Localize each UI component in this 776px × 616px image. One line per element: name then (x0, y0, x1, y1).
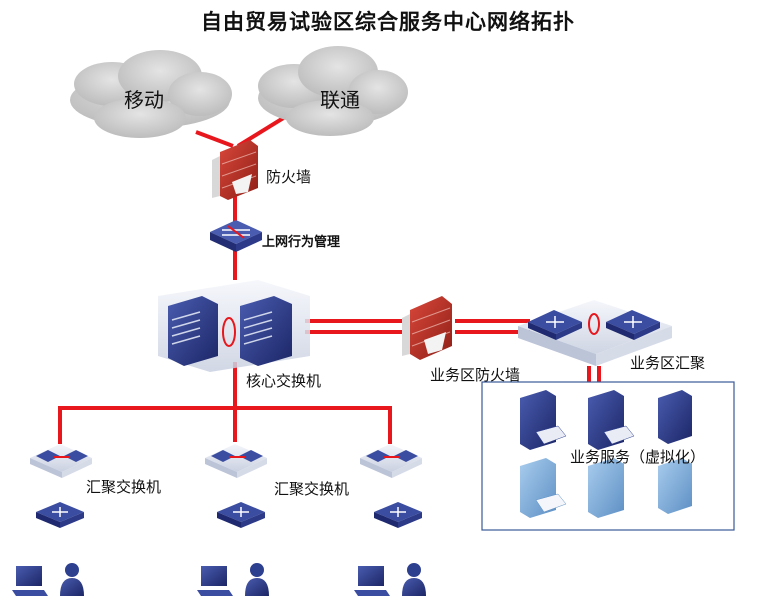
links (58, 115, 601, 444)
access-switch-icon (36, 502, 84, 528)
user-icon (245, 563, 269, 596)
server-icon (520, 390, 567, 450)
behavior-management-icon (210, 220, 262, 252)
server-icon (658, 458, 692, 514)
core-switch-label: 核心交换机 (246, 372, 322, 390)
behavior-mgmt-label: 上网行为管理 (262, 235, 341, 250)
biz-firewall-label: 业务区防火墙 (430, 366, 521, 384)
agg-switch-icon (360, 444, 422, 478)
server-icon (520, 458, 567, 518)
biz-firewall-icon (402, 296, 452, 360)
server-icon (588, 458, 624, 518)
link-unicom-firewall (236, 115, 287, 148)
agg-switch-group-3 (354, 444, 426, 596)
pc-icon (354, 566, 390, 596)
agg-switch-icon (30, 444, 92, 478)
cloud-label-mobile: 移动 (124, 88, 164, 112)
biz-aggregation-icon (518, 300, 672, 366)
agg-switch-icon (205, 444, 267, 478)
biz-agg-switch-left (528, 310, 582, 340)
firewall-label: 防火墙 (266, 168, 312, 186)
core-switch-icon (158, 280, 310, 372)
server-icons (520, 390, 692, 518)
biz-agg-switch-right (606, 310, 660, 340)
biz-aggregation-label: 业务区汇聚 (630, 354, 706, 372)
agg-switch-label-1: 汇聚交换机 (86, 478, 162, 496)
diagram-title: 自由贸易试验区综合服务中心网络拓扑 (201, 9, 575, 34)
core-chassis-right (240, 296, 292, 366)
access-switch-icon (374, 502, 422, 528)
pc-icon (197, 566, 233, 596)
biz-services-label: 业务服务（虚拟化） (570, 448, 706, 466)
pc-icon (12, 566, 48, 596)
core-chassis-left (168, 296, 218, 366)
agg-switch-group-2 (197, 444, 269, 596)
server-icon (588, 390, 635, 450)
firewall-icon (212, 140, 258, 200)
cloud-label-unicom: 联通 (320, 88, 360, 112)
link-distribution-bus (58, 406, 392, 444)
cloud-mobile (70, 50, 232, 138)
cloud-unicom (258, 46, 408, 136)
agg-switch-label-2: 汇聚交换机 (274, 480, 350, 498)
link-mobile-firewall (195, 130, 234, 148)
server-icon (658, 390, 692, 444)
user-icon (60, 563, 84, 596)
access-switch-icon (217, 502, 265, 528)
agg-switch-group-1 (12, 444, 92, 596)
user-icon (402, 563, 426, 596)
